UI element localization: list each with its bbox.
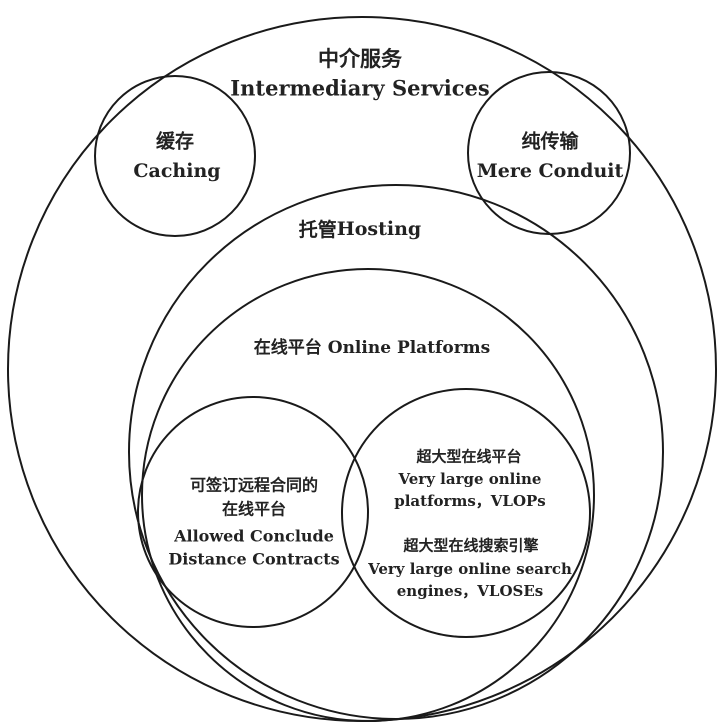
distance-contracts-circle — [137, 396, 369, 628]
vlops-en-line1: Very large online — [398, 470, 542, 488]
online-platforms-label: 在线平台 Online Platforms — [254, 337, 490, 358]
hosting-label: 托管Hosting — [299, 218, 421, 241]
vlops-zh-label: 超大型在线平台 — [415, 448, 521, 466]
vloses-en-line2: engines，VLOSEs — [397, 582, 544, 600]
very-large-circle — [341, 388, 591, 638]
vloses-zh-label: 超大型在线搜索引擎 — [402, 537, 538, 555]
hosting-zh-label: 托管 — [299, 218, 337, 241]
mere-conduit-circle — [467, 71, 631, 235]
intermediary-services-zh-label: 中介服务 — [318, 47, 403, 71]
mere-conduit-en-label: Mere Conduit — [477, 160, 624, 182]
intermediary-services-en-label: Intermediary Services — [230, 76, 489, 101]
online-platforms-circle — [141, 268, 595, 722]
caching-circle — [94, 75, 256, 237]
distance-contracts-en-line2: Distance Contracts — [168, 550, 339, 569]
vlops-en-line2: platforms，VLOPs — [394, 492, 546, 510]
caching-en-label: Caching — [133, 160, 220, 182]
mere-conduit-zh-label: 纯传输 — [521, 130, 579, 153]
vloses-en-line1: Very large online search — [367, 560, 572, 578]
distance-contracts-zh-line1: 可签订远程合同的 — [190, 476, 318, 495]
distance-contracts-en-line1: Allowed Conclude — [173, 527, 334, 546]
caching-zh-label: 缓存 — [156, 130, 194, 153]
intermediary-services-circle — [7, 16, 717, 722]
hosting-circle — [128, 184, 664, 720]
hosting-en-label: Hosting — [337, 218, 421, 240]
distance-contracts-zh-line2: 在线平台 — [222, 500, 286, 519]
online-platforms-en-label: Online Platforms — [328, 338, 490, 358]
online-platforms-zh-label: 在线平台 — [254, 337, 322, 358]
